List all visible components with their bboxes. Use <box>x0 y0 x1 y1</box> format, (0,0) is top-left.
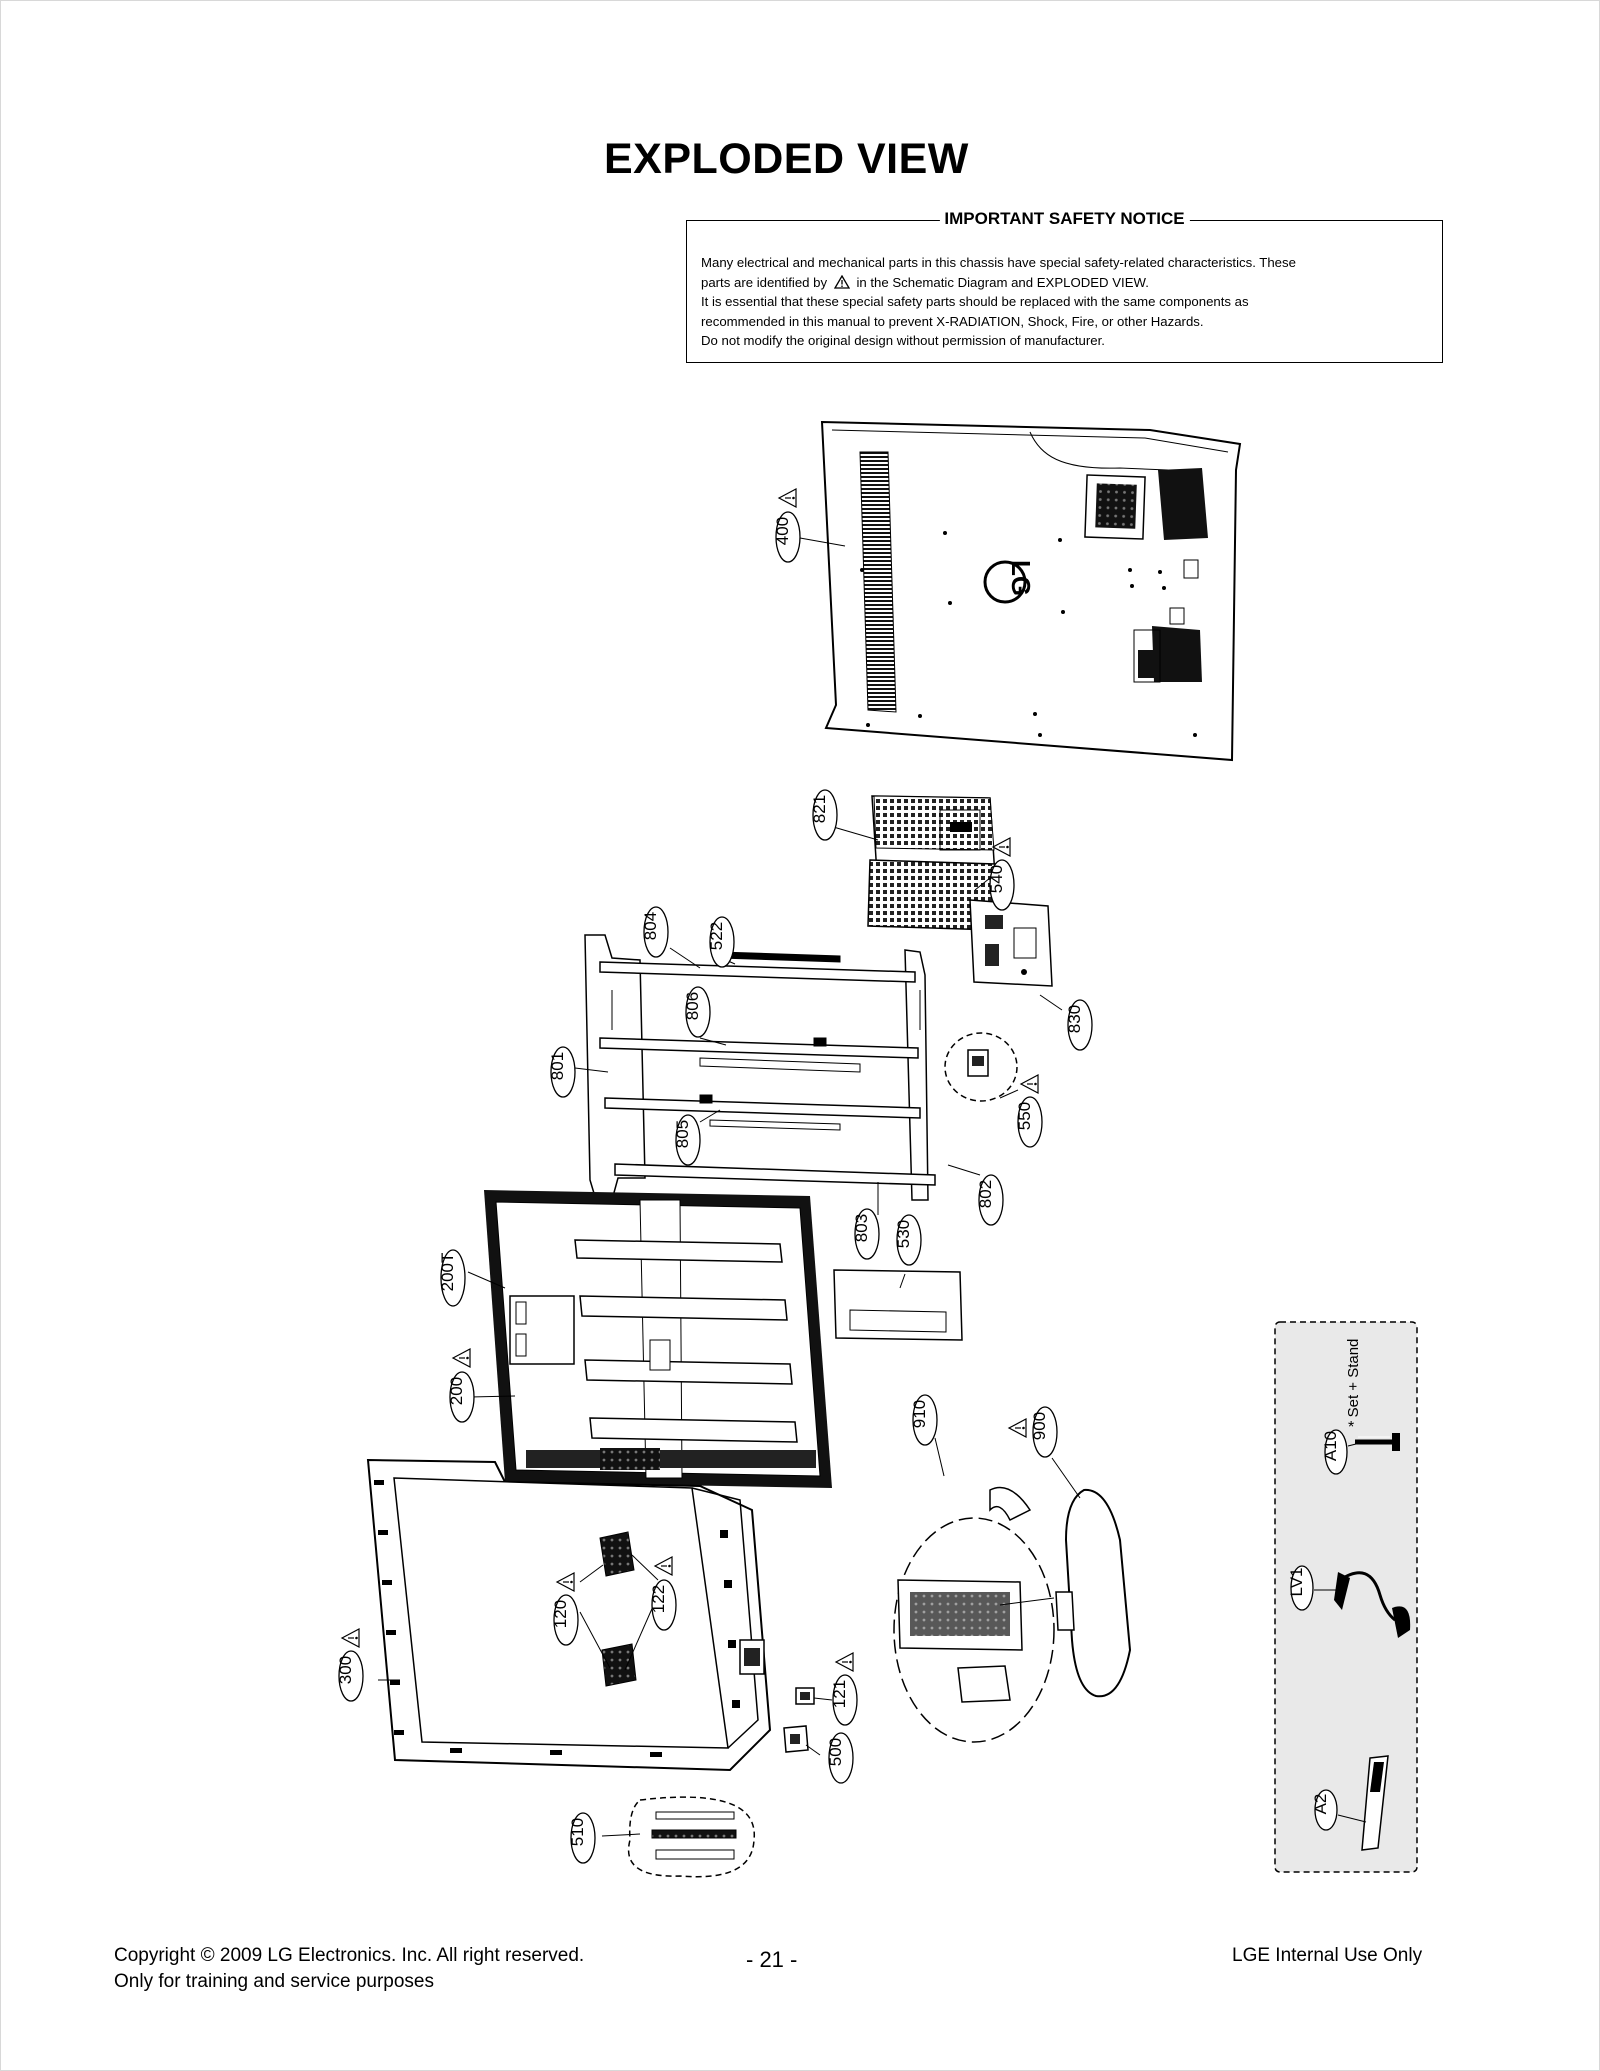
safety-notice-box: IMPORTANT SAFETY NOTICE Many electrical … <box>686 209 1443 363</box>
callout-lv1: LV1 <box>1287 1565 1314 1611</box>
svg-text:300: 300 <box>336 1656 355 1684</box>
svg-text:500: 500 <box>826 1738 845 1766</box>
svg-text:120: 120 <box>551 1600 570 1628</box>
svg-text:LV1: LV1 <box>1287 1568 1306 1597</box>
callout-805: 805 <box>673 1114 701 1166</box>
callout-830: 830 <box>1065 999 1093 1051</box>
cover-sheet-part <box>833 1269 963 1341</box>
notice-line-3: It is essential that these special safet… <box>701 294 1249 309</box>
warning-triangle-icon-200 <box>451 1348 471 1368</box>
page-title: EXPLODED VIEW <box>604 135 969 183</box>
control-keys-part <box>627 1796 755 1878</box>
warning-triangle-icons <box>340 488 1039 1672</box>
bracket-part <box>969 899 1053 987</box>
callout-a10: A10 <box>1321 1429 1348 1475</box>
callout-806: 806 <box>683 986 711 1038</box>
page-number: - 21 - <box>746 1947 798 1972</box>
notice-line-2-after: in the Schematic Diagram and EXPLODED VI… <box>856 274 1149 290</box>
notice-line-4: recommended in this manual to prevent X-… <box>701 313 1204 329</box>
small-parts-121-500 <box>783 1687 815 1753</box>
warning-triangle-icon-300 <box>340 1628 360 1648</box>
svg-text:821: 821 <box>810 795 829 823</box>
svg-text:806: 806 <box>683 992 702 1020</box>
svg-text:910: 910 <box>910 1400 929 1428</box>
callout-801: 801 <box>548 1046 576 1098</box>
svg-text:122: 122 <box>649 1585 668 1613</box>
speaker-part <box>599 1531 637 1687</box>
callout-300: 300 <box>336 1650 364 1702</box>
svg-text:804: 804 <box>641 912 660 940</box>
callout-510: 510 <box>568 1812 596 1864</box>
svg-text:805: 805 <box>673 1120 692 1148</box>
svg-text:121: 121 <box>830 1680 849 1708</box>
callout-900: 900 <box>1030 1406 1058 1458</box>
svg-text:200T: 200T <box>438 1253 457 1292</box>
set-stand-label: Set + Stand <box>1345 1339 1362 1418</box>
svg-text:801: 801 <box>548 1052 567 1080</box>
lg-logo-text: LG <box>1006 560 1036 596</box>
copyright-line-2: Only for training and service purposes <box>114 1971 434 1992</box>
back-cover-part: LG <box>820 420 1242 762</box>
svg-text:802: 802 <box>976 1180 995 1208</box>
callout-821: 821 <box>810 789 838 841</box>
warning-triangle-icon-400 <box>777 488 797 508</box>
callout-910: 910 <box>910 1394 938 1446</box>
svg-text:803: 803 <box>852 1214 871 1242</box>
svg-text:A2: A2 <box>1311 1794 1330 1815</box>
callout-522: 522 <box>707 916 735 968</box>
safety-notice-body: Many electrical and mechanical parts in … <box>701 253 1429 351</box>
notice-line-1: Many electrical and mechanical parts in … <box>701 255 1296 270</box>
notice-line-2-before: parts are identified by <box>701 274 828 290</box>
svg-text:540: 540 <box>987 865 1006 893</box>
warning-triangle-icon-550 <box>1019 1074 1039 1094</box>
svg-text:200: 200 <box>447 1377 466 1405</box>
small-part-550 <box>944 1032 1018 1102</box>
svg-text:830: 830 <box>1065 1005 1084 1033</box>
callout-122: 122 <box>649 1579 677 1631</box>
callout-550: 550 <box>1015 1096 1043 1148</box>
warning-triangle-icon <box>833 274 850 289</box>
frame-rails-part <box>584 934 936 1201</box>
safety-notice-heading: IMPORTANT SAFETY NOTICE <box>939 209 1190 229</box>
callout-200: 200 <box>447 1371 475 1423</box>
stand-part <box>893 1486 1132 1743</box>
callout-400: 400 <box>773 511 801 563</box>
svg-text:900: 900 <box>1030 1412 1049 1440</box>
callout-500: 500 <box>826 1732 854 1784</box>
warning-triangle-icon-540 <box>991 837 1011 857</box>
svg-text:400: 400 <box>773 517 792 545</box>
module-panel-part <box>484 1190 832 1488</box>
svg-text:A10: A10 <box>1321 1431 1340 1461</box>
remote-a2-icon <box>1361 1755 1389 1851</box>
callout-540: 540 <box>987 859 1015 911</box>
warning-triangle-icon-120 <box>555 1572 575 1592</box>
main-board-part <box>867 795 997 931</box>
cable-lv1-icon <box>1334 1571 1411 1638</box>
svg-text:522: 522 <box>707 922 726 950</box>
warning-triangle-icon-121 <box>834 1652 854 1672</box>
accessory-panel: Set + Stand * A10 LV1 A2 <box>1274 1321 1418 1873</box>
callout-121: 121 <box>830 1674 858 1726</box>
asterisk-mark: * <box>1348 1419 1354 1436</box>
svg-text:530: 530 <box>894 1220 913 1248</box>
warning-triangle-icon-122 <box>653 1556 673 1576</box>
callout-802: 802 <box>976 1174 1004 1226</box>
callout-120: 120 <box>551 1594 579 1646</box>
svg-text:550: 550 <box>1015 1102 1034 1130</box>
warning-triangle-icon-900 <box>1007 1418 1027 1438</box>
notice-line-5: Do not modify the original design withou… <box>701 333 1105 348</box>
notice-line-2: parts are identified by in the Schematic… <box>701 273 1429 293</box>
callout-530: 530 <box>894 1214 922 1266</box>
callout-804: 804 <box>641 906 669 958</box>
internal-use-label: LGE Internal Use Only <box>1232 1945 1423 1966</box>
callout-803: 803 <box>852 1208 880 1260</box>
callout-a2: A2 <box>1311 1789 1338 1831</box>
svg-text:510: 510 <box>568 1818 587 1846</box>
callout-200t: 200T <box>438 1249 466 1307</box>
copyright-line-1: Copyright © 2009 LG Electronics. Inc. Al… <box>114 1945 585 1966</box>
screw-a10-icon <box>1355 1433 1400 1451</box>
